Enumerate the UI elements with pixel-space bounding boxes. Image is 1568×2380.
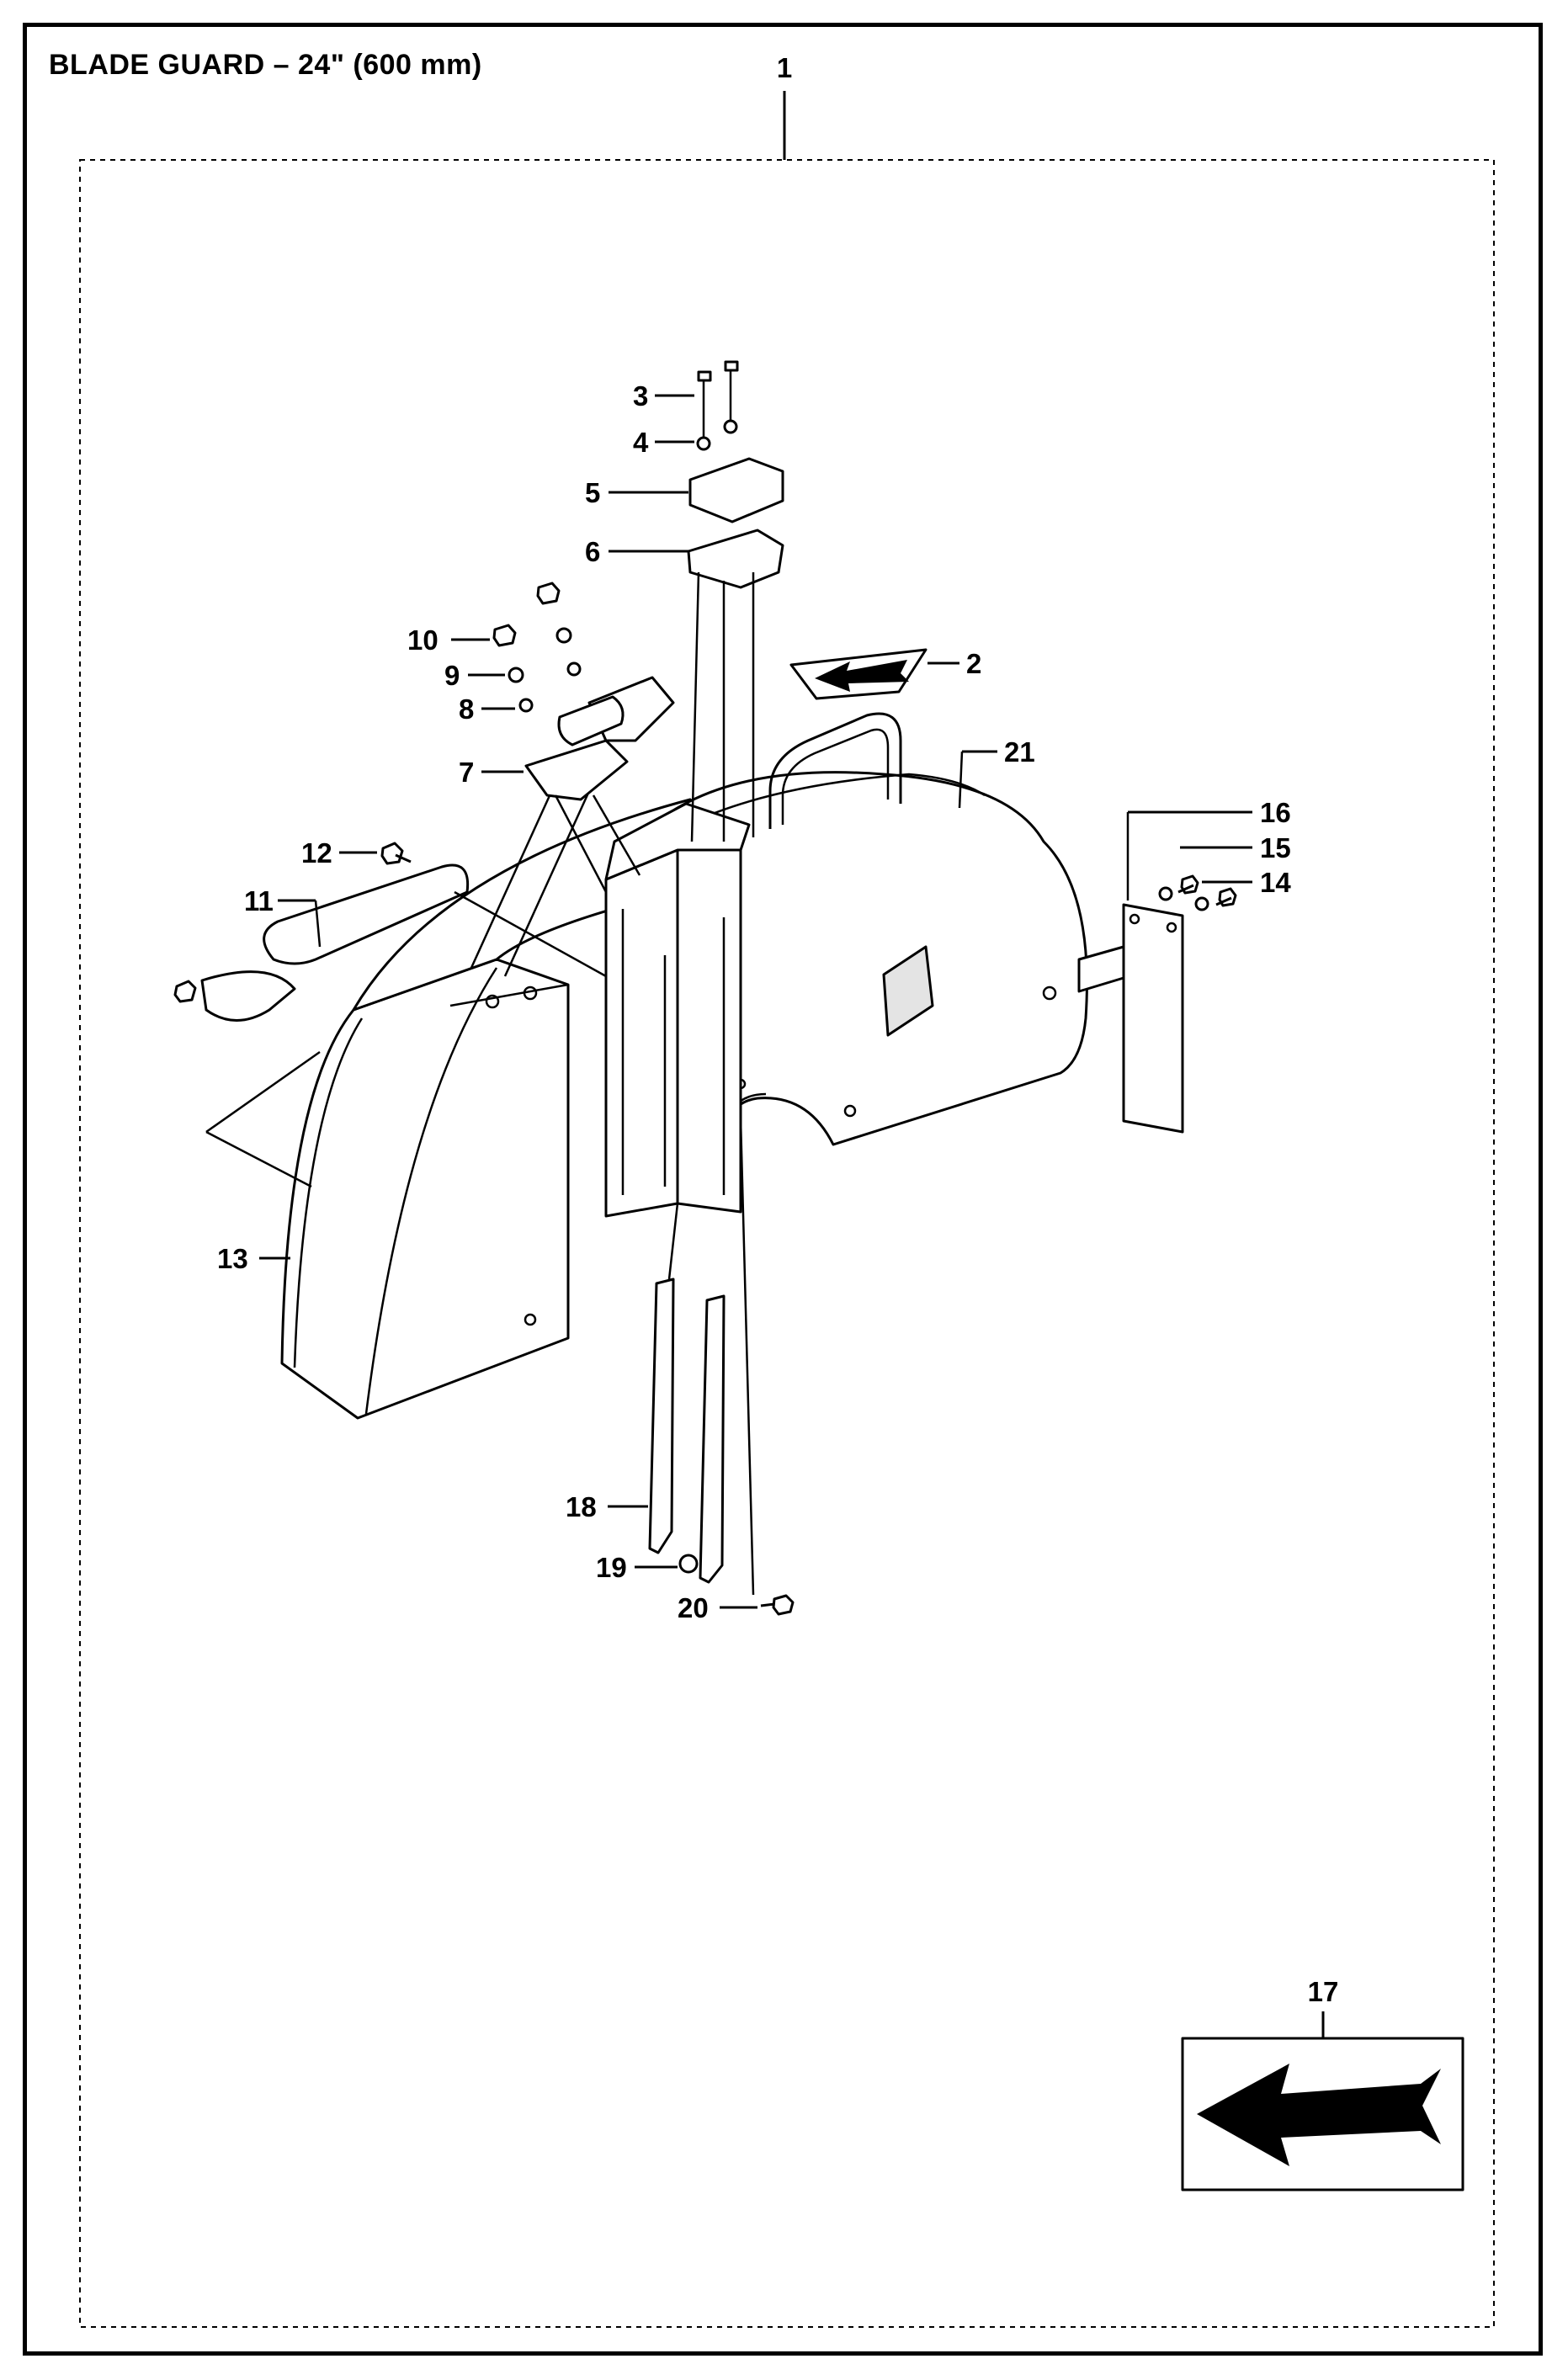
callout-4: 4 <box>633 427 649 458</box>
page-frame <box>23 23 1543 2356</box>
callout-2: 2 <box>966 648 981 679</box>
callout-8: 8 <box>459 693 474 725</box>
guard-left-13-bolt-b <box>523 985 538 1001</box>
arrow-decal-2-icon <box>815 660 909 692</box>
callout-12: 12 <box>301 837 332 869</box>
bolt-12-icon <box>380 842 412 865</box>
leader-21-drop <box>958 751 964 809</box>
main-guard-21-hole-a <box>1042 985 1057 1001</box>
guide-line-13 <box>205 1050 321 1134</box>
bolt-14-icon <box>1177 874 1199 895</box>
callout-11: 11 <box>244 885 274 916</box>
rod-20-guide <box>739 1118 755 1596</box>
plate-6 <box>687 529 784 589</box>
slider-housing-front <box>676 848 742 1214</box>
hinge-rod-a <box>554 794 608 893</box>
callout-20: 20 <box>678 1592 709 1623</box>
bolt-11-left-icon <box>173 980 197 1003</box>
guard-left-13-inner <box>293 967 498 1415</box>
callout-7: 7 <box>459 757 474 788</box>
guide-line-11 <box>454 890 607 978</box>
callout-3: 3 <box>633 380 648 412</box>
slider-housing-top <box>604 802 751 881</box>
hinge-rod-b <box>592 794 641 876</box>
callout-17: 17 <box>1308 1976 1339 2007</box>
bolt-20-icon <box>760 1594 795 1616</box>
handle-loop <box>768 712 902 829</box>
hinge-barrel <box>557 695 625 746</box>
bolt-10-icon <box>492 624 517 647</box>
shield-plate-11-slot <box>200 970 296 1022</box>
callout-13: 13 <box>217 1243 248 1274</box>
callout-1: 1 <box>777 52 792 83</box>
rod-guide-lower-a <box>667 1203 679 1280</box>
bolt-3a-head <box>697 370 712 382</box>
washer-8b-icon <box>566 661 582 677</box>
shield-plate-11-line <box>314 900 322 948</box>
guide-line-13b <box>205 1130 312 1188</box>
main-guard-21-window <box>882 945 934 1037</box>
washer-9-icon <box>508 667 524 683</box>
side-plate-16-hole-a <box>1129 913 1140 925</box>
rod-18b <box>699 1294 726 1584</box>
callout-16: 16 <box>1260 797 1291 828</box>
callout-6: 6 <box>585 536 600 567</box>
bolt-3b-head <box>724 360 739 372</box>
callout-21: 21 <box>1004 736 1035 768</box>
shaft <box>1077 945 1125 993</box>
callout-9: 9 <box>444 660 460 691</box>
guard-left-13-hole <box>524 1313 537 1326</box>
assembly-boundary <box>79 159 1495 2328</box>
shield-plate-11 <box>263 863 470 965</box>
washer-15-icon <box>1158 886 1173 901</box>
callout-14: 14 <box>1260 867 1291 898</box>
callout-18: 18 <box>566 1491 597 1522</box>
hinge-bracket-7 <box>524 739 629 801</box>
main-guard-21-hole-b <box>843 1104 857 1118</box>
rod-left-b <box>503 790 591 977</box>
nut-4a-icon <box>696 436 711 451</box>
side-plate-16 <box>1122 903 1184 1134</box>
guard-left-13-bolt-a <box>485 994 500 1009</box>
arrow-decal-17-icon <box>1197 2064 1441 2166</box>
slider-housing <box>604 848 679 1218</box>
clamp-5 <box>688 457 784 523</box>
callout-5: 5 <box>585 477 600 508</box>
nut-4b-icon <box>723 419 738 434</box>
nut-19-icon <box>678 1554 699 1574</box>
bolt-10b-icon <box>536 582 561 605</box>
washer-8-icon <box>518 698 534 713</box>
bolt-14b-icon <box>1215 887 1237 907</box>
side-plate-16-hole-b <box>1166 922 1177 933</box>
page-title: BLADE GUARD – 24" (600 mm) <box>49 49 482 81</box>
rod-left-a <box>470 782 557 969</box>
callout-15: 15 <box>1260 832 1291 863</box>
callout-19: 19 <box>596 1552 627 1583</box>
rod-center-a <box>690 571 700 842</box>
callout-10: 10 <box>407 624 439 656</box>
washer-9b-icon <box>555 627 572 644</box>
guard-left-13 <box>280 958 570 1420</box>
guard-left-13-edge <box>449 983 569 1007</box>
washer-15b-icon <box>1194 896 1209 911</box>
handle-loop-inner <box>781 728 890 825</box>
rod-18a <box>648 1278 675 1554</box>
